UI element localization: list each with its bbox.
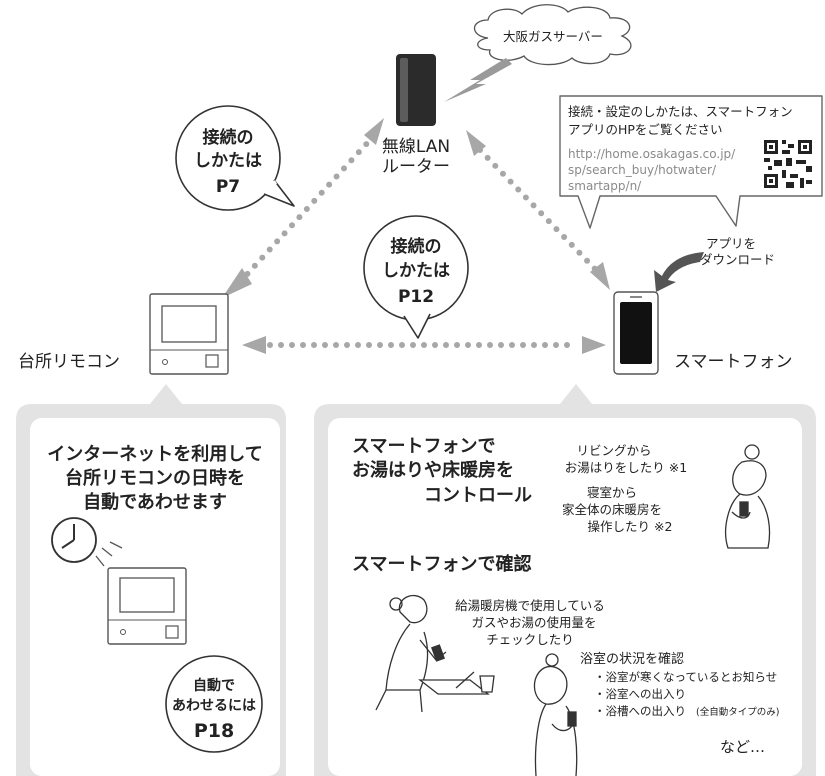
badge-line2: あわせるには (172, 698, 256, 714)
bubble-connect-p7: 接続の しかたは P7 (175, 105, 295, 211)
woman-phone-illustration (725, 444, 771, 549)
left-title-line3: 自動であわせます (83, 491, 227, 513)
usage-line1: 給湯暖房機で使用している (455, 598, 605, 613)
panel-remote-icon (107, 567, 187, 645)
info-url-line2: sp/search_buy/hotwater/ (568, 163, 717, 177)
control-line2: お湯はりや床暖房を (352, 459, 514, 481)
router-label-line1: 無線LAN (382, 137, 450, 157)
living-line1: リビングから (576, 443, 651, 458)
qr-code-icon (764, 140, 812, 188)
living-line2: お湯はりをしたり ※1 (565, 460, 687, 475)
remote-label: 台所リモコン (18, 352, 120, 372)
arrow-head-phone-left (582, 336, 606, 354)
connection-arrows (222, 118, 610, 354)
right-panel: スマートフォンで お湯はりや床暖房を コントロール リビングから お湯はりをした… (314, 384, 816, 776)
arrow-remote-router (237, 137, 373, 285)
kitchen-remote-device: 台所リモコン (18, 293, 229, 375)
router-label-line2: ルーター (382, 157, 450, 177)
badge-p18: 自動で あわせるには P18 (165, 655, 263, 753)
info-line1: 接続・設定のしかたは、スマートフォン (568, 104, 793, 119)
bubble-p7-line2: しかたは (194, 151, 262, 171)
left-panel: インターネットを利用して 台所リモコンの日時を 自動であわせます 自動で あわせ… (16, 384, 286, 776)
woman-bath-illustration (533, 653, 578, 776)
server-cloud: 大阪ガスサーバー (444, 4, 632, 102)
usage-line2: ガスやお湯の使用量を (471, 615, 596, 630)
arrow-router-phone (477, 147, 601, 275)
bath-item3: ・浴槽への出入り (594, 704, 686, 718)
bedroom-line1: 寝室から (587, 485, 637, 500)
bubble-p12-line2: しかたは (382, 261, 450, 281)
bath-item2: ・浴室への出入り (594, 687, 686, 701)
info-line2: アプリのHPをご覧ください (568, 122, 722, 137)
bubble-p7-line1: 接続の (203, 127, 254, 148)
bath-title: 浴室の状況を確認 (580, 651, 684, 667)
bedroom-line2: 家全体の床暖房を (562, 502, 662, 517)
bath-item1: ・浴室が寒くなっているとお知らせ (594, 670, 777, 684)
info-url-line3: smartapp/n/ (568, 179, 642, 193)
download-arrow-icon (654, 252, 704, 292)
left-title-line1: インターネットを利用して (47, 443, 262, 465)
badge-page: P18 (194, 720, 234, 742)
bubble-p12-page: P12 (398, 287, 434, 307)
left-title-line2: 台所リモコンの日時を (65, 467, 245, 489)
clock-icon (51, 517, 123, 567)
control-line1: スマートフォンで (352, 436, 495, 457)
arrow-head-phone-top (590, 262, 610, 290)
arrow-head-router-right (466, 130, 486, 156)
bubble-p7-page: P7 (216, 177, 240, 197)
download-line2: ダウンロード (700, 252, 775, 267)
confirm-title: スマートフォンで確認 (352, 553, 531, 575)
cloud-label: 大阪ガスサーバー (503, 29, 603, 44)
bubble-connect-p12: 接続の しかたは P12 (363, 215, 469, 339)
usage-line3: チェックしたり (486, 632, 574, 647)
woman-desk-illustration (375, 595, 495, 713)
app-info-bubble: 接続・設定のしかたは、スマートフォン アプリのHPをご覧ください http://… (559, 95, 823, 229)
control-line3: コントロール (424, 485, 532, 506)
badge-line1: 自動で (193, 677, 235, 694)
bubble-p12-line1: 接続の (391, 236, 442, 257)
app-download: アプリを ダウンロード (654, 236, 775, 292)
etc-label: など… (720, 738, 765, 756)
download-line1: アプリを (706, 236, 756, 251)
smartphone-label: スマートフォン (674, 352, 793, 372)
arrow-head-remote-right (242, 336, 266, 354)
arrow-head-router-left (364, 118, 384, 145)
info-url-line1: http://home.osakagas.co.jp/ (568, 147, 736, 161)
router-device: 無線LAN ルーター (382, 54, 450, 177)
arrow-head-remote (222, 268, 252, 298)
smartphone-device: スマートフォン (613, 291, 793, 375)
bedroom-line3: 操作したり ※2 (588, 519, 673, 534)
bath-item3-note: (全自動タイプのみ) (696, 706, 779, 718)
lightning-icon (444, 58, 512, 102)
